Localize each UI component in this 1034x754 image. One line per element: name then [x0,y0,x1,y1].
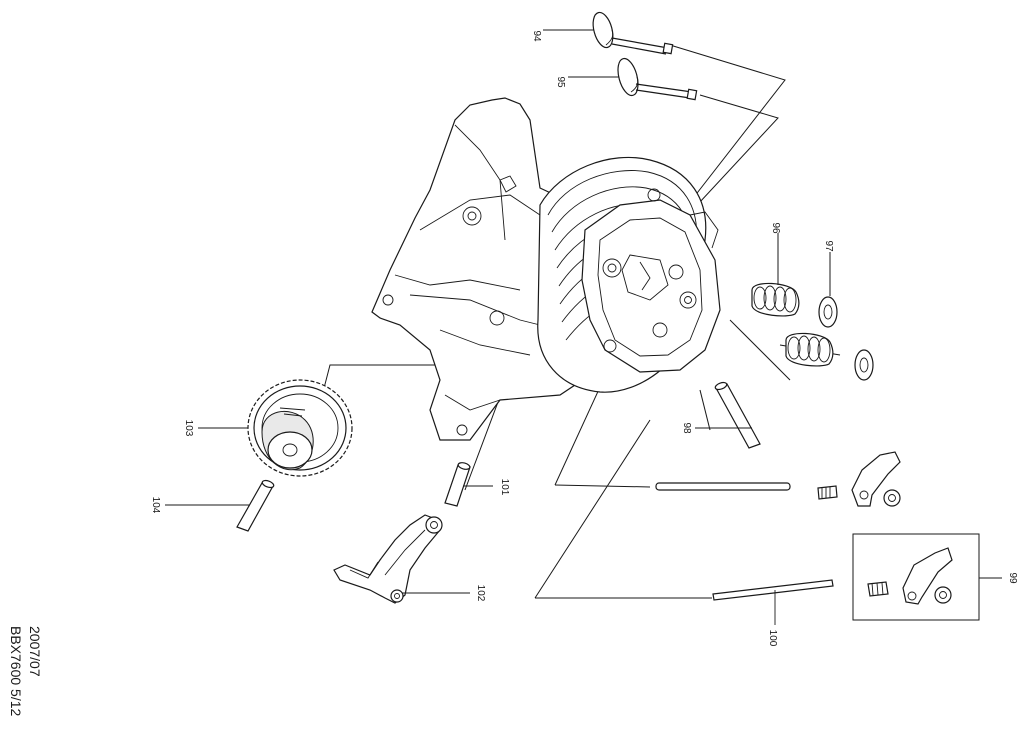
callout-104: 104 [150,497,161,514]
leader-lines [322,44,841,599]
footer-code: BBX7600 5/12 [8,626,24,717]
valve-95 [617,57,698,101]
callout-98: 98 [681,422,692,434]
footer: 2007/07 BBX7600 5/12 [8,626,43,717]
callout-94: 94 [531,30,542,42]
callout-100: 100 [767,630,778,647]
push-rod-lower [712,579,834,625]
camshaft-gear-103 [247,379,353,477]
callout-97: 97 [823,240,834,252]
cylinder-head [581,188,721,373]
callout-99: 99 [1007,572,1018,584]
callout-95: 95 [555,76,566,88]
pin-101 [444,462,471,507]
spring-retainer-97a [818,296,838,328]
valve-spring-96a [751,282,800,317]
callout-96: 96 [770,222,781,234]
spring-retainer-97b [854,349,874,381]
valve-spring-96b [785,332,834,367]
shaft-104 [236,479,275,532]
rocker-arm-boxed [867,547,953,605]
callout-101: 101 [499,479,510,496]
callouts: 94 95 96 97 98 99 100 101 102 103 104 [150,29,1018,647]
callout-102: 102 [475,585,486,602]
rocker-arm-upper [851,451,901,507]
cam-follower-102 [333,514,443,604]
valve-94 [592,11,674,55]
pin-98 [714,381,761,449]
engine-block [371,97,721,441]
push-rod-upper [655,482,838,500]
callout-103: 103 [183,420,194,437]
rocker-assembly-box [852,533,980,621]
footer-date: 2007/07 [27,626,43,677]
